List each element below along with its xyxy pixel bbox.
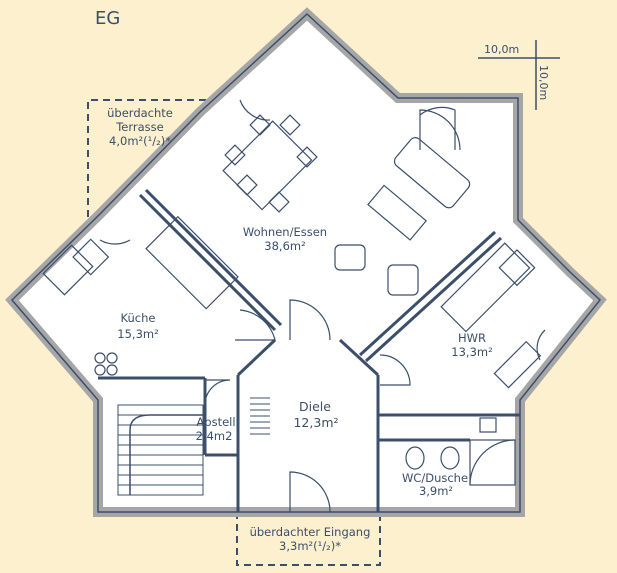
outer-walls — [5, 7, 607, 517]
abstell-name: Abstell — [196, 415, 235, 429]
wc-area: 3,9m² — [419, 484, 453, 498]
terrace-label-line1: überdachte — [107, 106, 173, 120]
hwr-name: HWR — [458, 331, 486, 345]
dining-set — [222, 114, 318, 213]
diele-name: Diele — [299, 399, 331, 414]
living-furniture — [334, 137, 471, 296]
interior-walls — [98, 188, 520, 512]
entrance-outline — [236, 512, 381, 566]
wohnen-area: 38,6m² — [264, 239, 305, 253]
scale-bar — [478, 40, 560, 110]
hwr-area: 13,3m² — [451, 345, 492, 359]
bathroom-fixtures — [405, 417, 516, 486]
kitchen-furniture — [42, 215, 239, 376]
scale-horizontal-label: 10,0m — [484, 43, 519, 56]
eingang-area: 3,3m²(¹/₂)* — [279, 539, 341, 553]
doors — [99, 99, 546, 513]
kueche-name: Küche — [121, 311, 156, 325]
scale-vertical-label: 10,0m — [537, 65, 550, 100]
floor-label: EG — [95, 8, 120, 29]
kueche-area: 15,3m² — [117, 327, 158, 341]
staircase — [117, 397, 270, 496]
hwr-furniture — [440, 242, 542, 389]
eingang-name: überdachter Eingang — [250, 525, 371, 539]
wohnen-name: Wohnen/Essen — [243, 225, 327, 239]
terrace-area: 4,0m²(¹/₂)* — [109, 134, 171, 148]
wc-name: WC/Dusche — [402, 471, 468, 485]
abstell-area: 2,4m2 — [196, 429, 233, 443]
diele-area: 12,3m² — [293, 415, 338, 430]
terrace-label-line2: Terrasse — [115, 120, 164, 134]
